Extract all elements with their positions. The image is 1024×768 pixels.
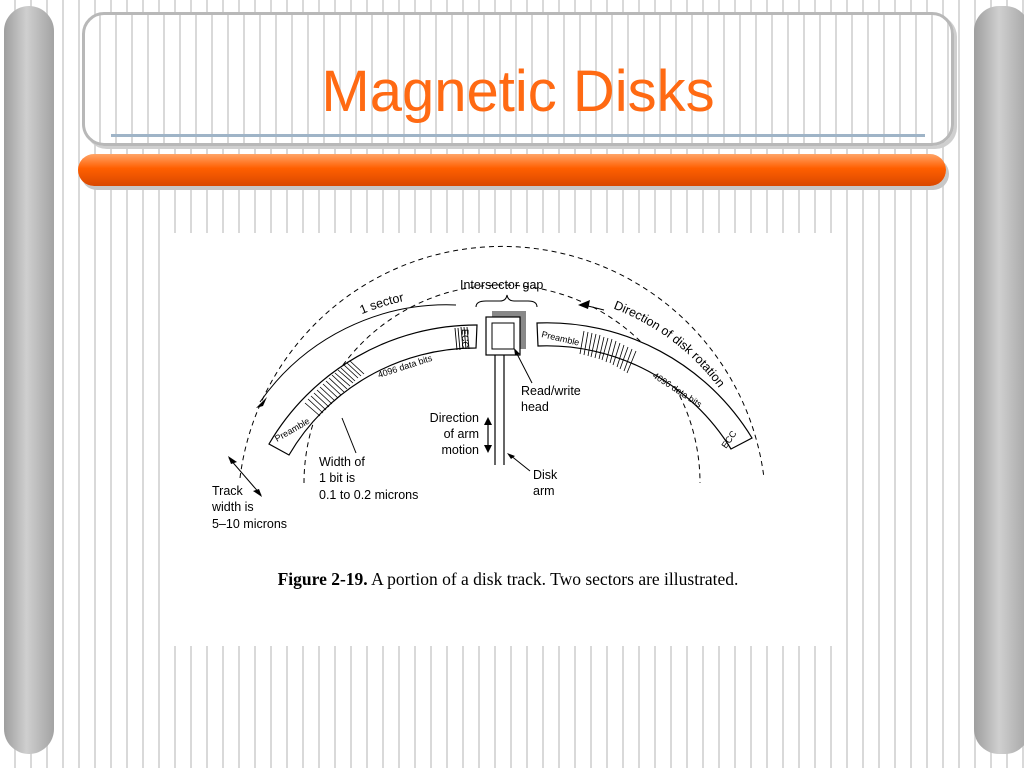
read-write-leader — [514, 349, 533, 384]
read-write-label-line2: head — [521, 400, 549, 414]
read-write-leader-arrow — [514, 348, 520, 355]
left-ecc-label: ECC — [460, 329, 470, 349]
right-sector-bit-hatching — [579, 330, 637, 374]
track-outer-dashed — [239, 246, 765, 479]
disk-arm-leader — [509, 454, 531, 472]
orange-divider-bar — [78, 154, 946, 186]
left-decorative-bar — [4, 6, 54, 754]
figure-caption: Figure 2-19. A portion of a disk track. … — [174, 569, 842, 590]
bit-width-label-line2: 1 bit is — [319, 471, 355, 485]
read-write-label-line1: Read/write — [521, 384, 581, 398]
disk-arm-leader-arrow — [507, 453, 515, 459]
disk-track-figure: Intersector gap 1 sector Direction of di… — [174, 233, 842, 646]
slide-title: Magnetic Disks — [321, 59, 715, 124]
track-width-label-line3: 5–10 microns — [212, 517, 287, 531]
arm-motion-arrow-down — [484, 445, 492, 453]
arm-motion-arrow-up — [484, 417, 492, 425]
read-write-head-inner — [491, 322, 515, 350]
rotation-arrowhead — [578, 300, 590, 309]
figure-caption-text: A portion of a disk track. Two sectors a… — [371, 569, 739, 589]
track-width-line — [228, 457, 262, 496]
arm-motion-label-line3: motion — [441, 443, 479, 457]
track-width-label-line2: width is — [211, 500, 254, 514]
left-ecc-hatching — [454, 326, 470, 351]
rotation-arrow-shaft — [583, 304, 605, 311]
intersector-gap-brace — [475, 294, 538, 308]
one-sector-arrow — [259, 304, 457, 403]
disk-arm-label-line1: Disk — [533, 468, 558, 482]
right-decorative-bar — [974, 6, 1024, 754]
track-inner-dashed — [303, 284, 701, 484]
disk-track-diagram: Intersector gap 1 sector Direction of di… — [211, 246, 765, 531]
intersector-gap-label: Intersector gap — [460, 278, 543, 292]
one-sector-arrowhead — [256, 397, 267, 408]
bit-width-label-line1: Width of — [319, 455, 365, 469]
track-width-arrow-top — [228, 456, 237, 464]
one-sector-label: 1 sector — [358, 290, 405, 317]
figure-caption-number: Figure 2-19. — [277, 569, 368, 589]
disk-arm-label-line2: arm — [533, 484, 555, 498]
left-sector-bit-hatching — [304, 360, 365, 417]
bit-width-label-line3: 0.1 to 0.2 microns — [319, 488, 418, 502]
title-frame: Magnetic Disks — [82, 12, 954, 146]
track-width-label-line1: Track — [212, 484, 244, 498]
bit-width-leader — [341, 417, 357, 454]
arm-motion-label-line2: of arm — [444, 427, 479, 441]
arm-motion-label-line1: Direction — [430, 411, 479, 425]
track-width-arrow-bottom — [253, 489, 262, 497]
